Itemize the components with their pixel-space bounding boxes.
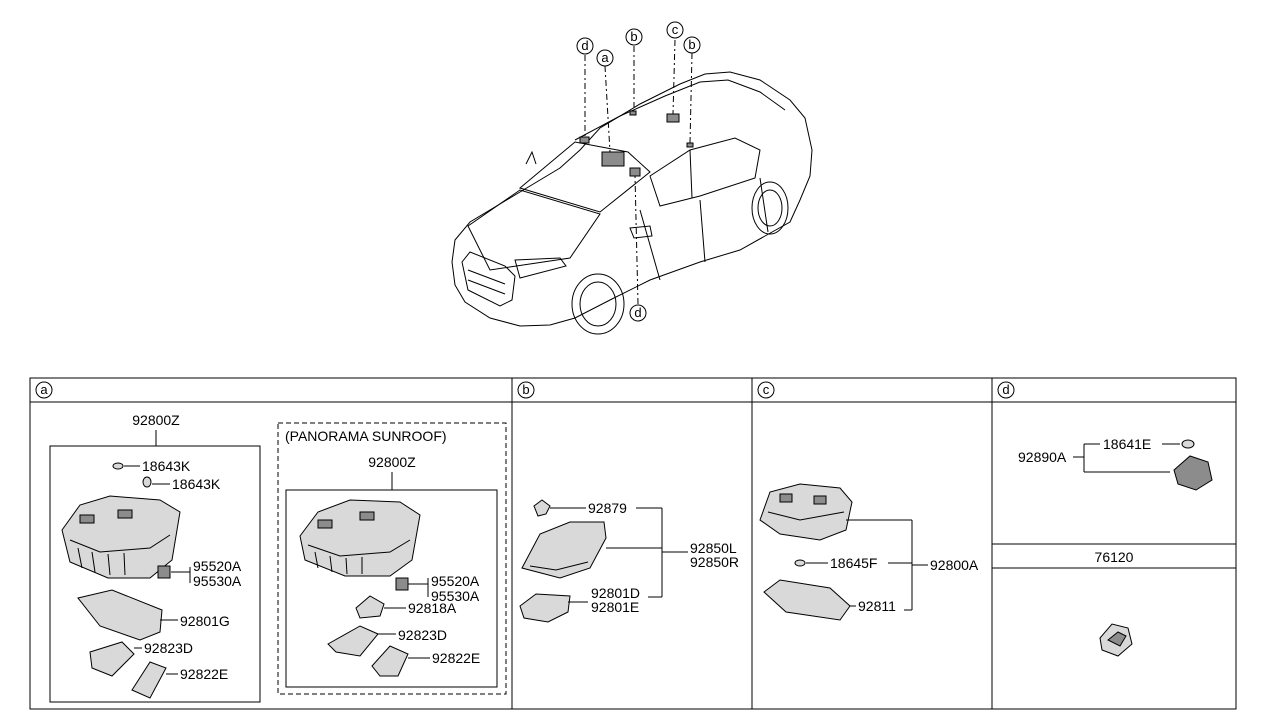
pn-92823d-panorama: 92823D (398, 627, 447, 643)
car-illustration: d a b c b d (451, 21, 813, 335)
pn-18643k-1: 18643K (142, 458, 191, 474)
roof-part-d2 (629, 167, 641, 177)
map-lamp-92850 (521, 521, 607, 579)
callout-b-top-left: b (625, 28, 643, 46)
room-lamp-92800a (759, 483, 853, 541)
standard-console-box (49, 445, 261, 703)
callout-d-top: d (576, 37, 594, 55)
pn-92801e: 92801E (591, 599, 639, 615)
section-c: 18645F 92800A 92811 (759, 483, 979, 621)
svg-text:d: d (634, 305, 641, 320)
cover-92822e-panorama (371, 645, 409, 677)
lens-92801d (519, 593, 571, 623)
pn-92801d: 92801D (591, 585, 640, 601)
panorama-sunroof-box (277, 422, 507, 695)
svg-text:b: b (688, 37, 695, 52)
pn-92879: 92879 (588, 500, 627, 516)
pn-92811: 92811 (858, 598, 896, 614)
section-b-header: b (517, 381, 535, 399)
section-a: 92800Z 18643K 18643K 95520A 95530A 92801… (49, 412, 507, 703)
section-d-header: d (997, 381, 1015, 399)
cover-92822e (131, 661, 167, 699)
callout-c-top: c (666, 21, 684, 39)
bulb-18643k-1 (112, 462, 124, 470)
bulb-18641e (1181, 439, 1195, 449)
switch-95520a (157, 565, 171, 579)
panorama-sunroof-label: (PANORAMA SUNROOF) (285, 428, 447, 444)
bulb-18645f (794, 559, 806, 567)
pn-92890a: 92890A (1018, 449, 1067, 465)
svg-text:d: d (1002, 382, 1009, 397)
pn-95520a-standard: 95520A (193, 558, 242, 574)
cover-92823d (89, 641, 135, 677)
roof-part-c (666, 113, 680, 123)
roof-part-d1 (579, 136, 590, 144)
pn-18643k-2: 18643K (172, 476, 221, 492)
panorama-console-box (285, 489, 498, 688)
roof-part-a (601, 151, 625, 167)
svg-text:a: a (601, 50, 609, 65)
section-b: 92879 92850L 92850R 92801D 92801E (519, 499, 739, 623)
pn-18645f: 18645F (830, 555, 877, 571)
console-housing-standard (61, 495, 181, 579)
pn-92800a: 92800A (930, 557, 979, 573)
pn-92823d-standard: 92823D (144, 640, 193, 656)
pn-92801g: 92801G (180, 613, 230, 629)
pn-76120: 76120 (1095, 549, 1134, 565)
roof-part-b1 (629, 110, 637, 116)
pn-92850l: 92850L (690, 540, 737, 556)
section-c-header: c (757, 381, 775, 399)
lens-92811 (763, 579, 851, 621)
pn-92822e-standard: 92822E (180, 666, 228, 682)
lens-92801g (77, 589, 163, 641)
svg-text:a: a (40, 382, 48, 397)
pn-92822e-panorama: 92822E (432, 650, 480, 666)
callout-b-top-right: b (683, 36, 701, 54)
pn-95530a-standard: 95530A (193, 573, 242, 589)
vanity-lamp-92890a (1173, 455, 1213, 491)
pn-92800z-standard: 92800Z (132, 412, 180, 428)
console-housing-panorama (299, 499, 421, 577)
svg-text:d: d (581, 38, 588, 53)
section-a-header: a (35, 381, 53, 399)
svg-text:b: b (630, 29, 637, 44)
svg-text:c: c (763, 382, 770, 397)
svg-text:c: c (672, 22, 679, 37)
callout-a-top: a (596, 49, 614, 67)
pn-92850r: 92850R (690, 554, 739, 570)
roof-part-b2 (686, 142, 694, 148)
svg-text:b: b (522, 382, 529, 397)
pn-92818a: 92818A (408, 600, 457, 616)
bulb-18643k-2 (142, 476, 152, 488)
switch-95520a-panorama (395, 577, 409, 591)
bulb-92879 (533, 499, 551, 517)
parts-table: a b c d (29, 377, 1237, 710)
section-d: 92890A 18641E 76120 (1018, 436, 1213, 657)
pn-92800z-panorama: 92800Z (368, 454, 416, 470)
cover-92823d-panorama (327, 625, 379, 657)
pn-95530a-panorama: 95530A (431, 588, 480, 604)
pn-95520a-panorama: 95520A (431, 573, 480, 589)
callout-d-bottom: d (629, 304, 647, 322)
pn-18641e: 18641E (1103, 436, 1151, 452)
bracket-92818a (355, 595, 385, 619)
